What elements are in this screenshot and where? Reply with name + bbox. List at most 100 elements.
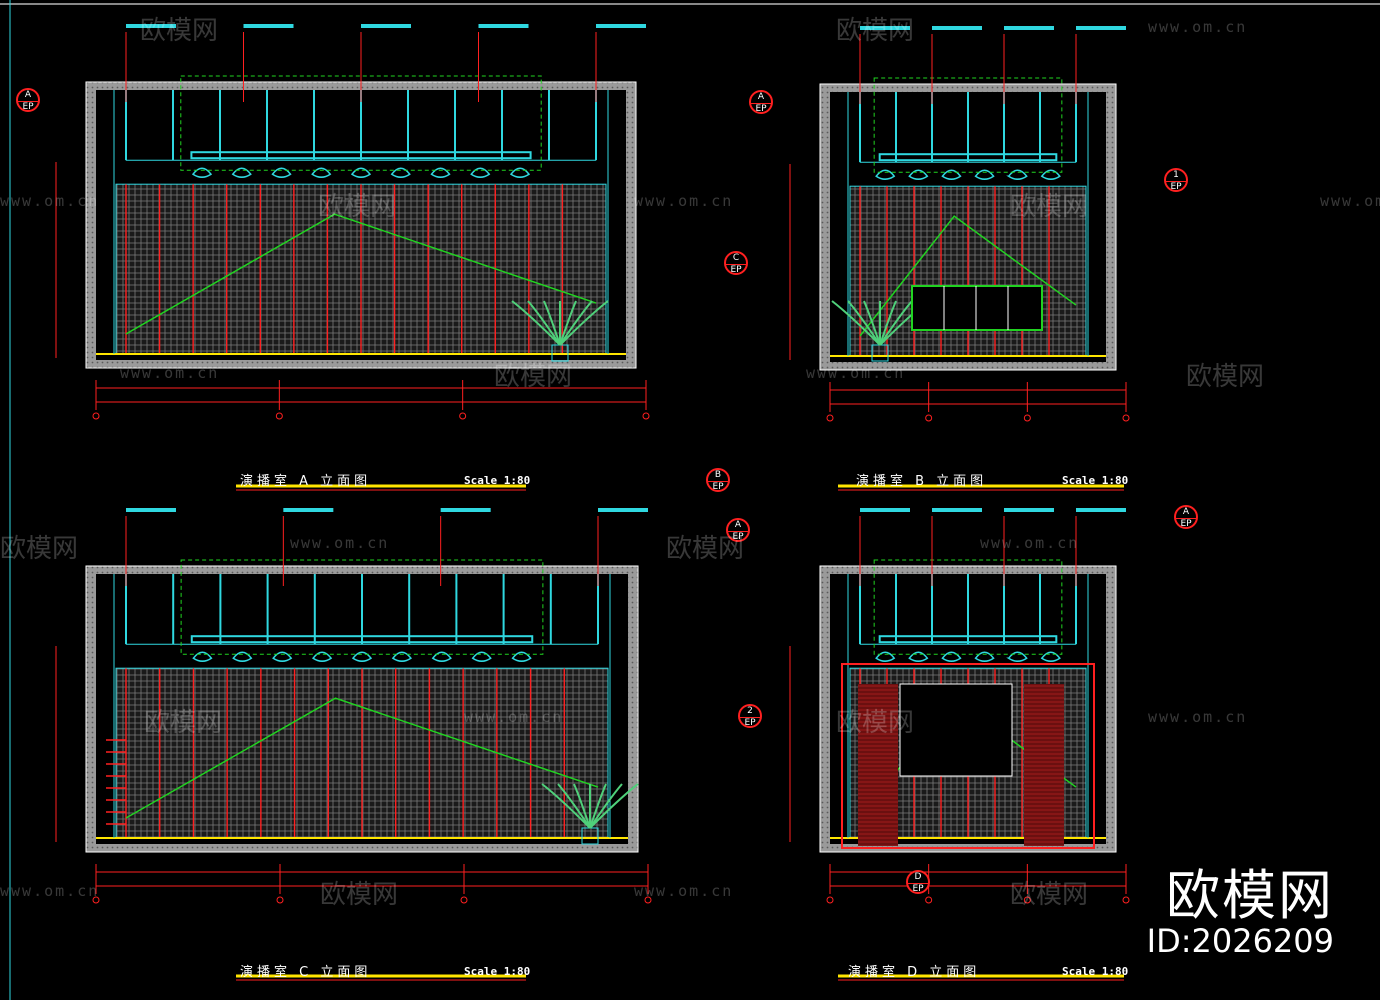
grid-axis-marker <box>459 412 467 420</box>
watermark-url-12: www.om.cn <box>634 882 734 900</box>
watermark-logo-9: 欧模网 <box>144 708 223 738</box>
curtain-right <box>1024 684 1064 846</box>
plant-leaf <box>559 300 609 346</box>
plant-leaf <box>589 783 639 829</box>
callout-label-bar <box>1004 26 1054 30</box>
ceiling-dashed-outline <box>873 77 1063 173</box>
elevation-d <box>789 508 1130 981</box>
watermark-logo-6: 欧模网 <box>1186 362 1265 392</box>
grid-axis-marker <box>460 896 468 904</box>
watermark-id: ID:2026209 <box>1146 922 1334 960</box>
watermark-url-9: www.om.cn <box>464 708 564 726</box>
title-d: 演播室 D 立面图 <box>848 965 981 980</box>
callout-label-bar <box>598 508 648 512</box>
watermark-url-11: www.om.cn <box>0 882 100 900</box>
plant-leaf <box>543 300 561 346</box>
scale-a: Scale 1:80 <box>464 474 531 487</box>
watermark-url-7: www.om.cn <box>290 534 390 552</box>
light-rail <box>190 635 534 644</box>
plant-leaf <box>879 300 913 346</box>
display-screen <box>899 683 1013 777</box>
callout-label-bar <box>440 508 491 512</box>
cable-route <box>125 213 597 335</box>
watermark-logo-7: 欧模网 <box>0 534 79 564</box>
grid-axis-marker <box>275 412 283 420</box>
window-unit <box>911 285 1043 331</box>
plant-leaf <box>573 783 591 829</box>
grid-axis-marker <box>642 412 650 420</box>
watermark-logo-3: 欧模网 <box>318 192 397 222</box>
watermark-url-10: www.om.cn <box>1148 708 1248 726</box>
watermark-logo-4: 欧模网 <box>1010 192 1089 222</box>
grid-axis-marker <box>925 414 933 422</box>
watermark-url-3: www.om.cn <box>634 192 734 210</box>
stage-light <box>192 651 213 662</box>
cable-route <box>859 215 1077 337</box>
title-b: 演播室 B 立面图 <box>856 474 988 489</box>
callout-label-bar <box>932 26 982 30</box>
stage-light <box>191 167 213 178</box>
grid-axis-marker <box>1122 414 1130 422</box>
watermark-brand: 欧模网 <box>1166 864 1334 927</box>
stage-light <box>511 651 532 662</box>
plant-leaf <box>557 783 591 829</box>
cable-route <box>125 697 599 819</box>
curtain-left <box>858 684 898 846</box>
grid-axis-marker <box>1122 896 1130 904</box>
grid-axis-marker <box>826 896 834 904</box>
elevation-a <box>55 24 650 491</box>
light-rail <box>878 153 1058 162</box>
plant-leaf <box>589 783 607 829</box>
grid-axis-marker <box>644 896 652 904</box>
stage-light <box>390 167 411 178</box>
scale-d: Scale 1:80 <box>1062 965 1129 978</box>
stage-light <box>351 651 373 662</box>
stage-light <box>1007 651 1028 662</box>
watermark-logo-11: 欧模网 <box>320 880 399 910</box>
watermark-url-6: www.om.cn <box>806 364 906 382</box>
ceiling-dashed-outline <box>180 559 544 655</box>
watermark-logo-8: 欧模网 <box>666 534 745 564</box>
stage-light <box>875 169 896 180</box>
stage-light <box>312 651 333 662</box>
callout-label-bar <box>932 508 982 512</box>
callout-label-bar <box>596 24 646 28</box>
callout-label-bar <box>1076 26 1126 30</box>
grid-axis-marker <box>92 896 100 904</box>
scale-b: Scale 1:80 <box>1062 474 1129 487</box>
watermark-logo-12: 欧模网 <box>1010 880 1089 910</box>
grid-axis-marker <box>925 896 933 904</box>
plant-leaf <box>863 300 881 346</box>
plant-leaf <box>541 783 591 829</box>
watermark-logo-5: 欧模网 <box>494 362 573 392</box>
light-rail <box>878 635 1058 644</box>
stage-light <box>430 167 451 178</box>
callout-label-bar <box>478 24 529 28</box>
plant-leaf <box>589 783 623 829</box>
grid-axis-marker <box>1023 896 1031 904</box>
plant-leaf <box>847 300 881 346</box>
ceiling-dashed-outline <box>180 75 542 171</box>
stage-light <box>509 167 531 178</box>
grid-axis-marker <box>1023 414 1031 422</box>
plant-leaf <box>511 300 561 346</box>
grid-axis-marker <box>826 414 834 422</box>
stage-light <box>391 651 412 662</box>
stage-light <box>1040 169 1061 180</box>
stage-light <box>908 169 929 180</box>
stage-light <box>974 169 995 180</box>
stage-light <box>908 651 929 662</box>
stage-light <box>272 651 293 662</box>
callout-label-bar <box>1076 508 1126 512</box>
callout-label-bar <box>126 508 176 512</box>
watermark-url-5: www.om.cn <box>120 364 220 382</box>
